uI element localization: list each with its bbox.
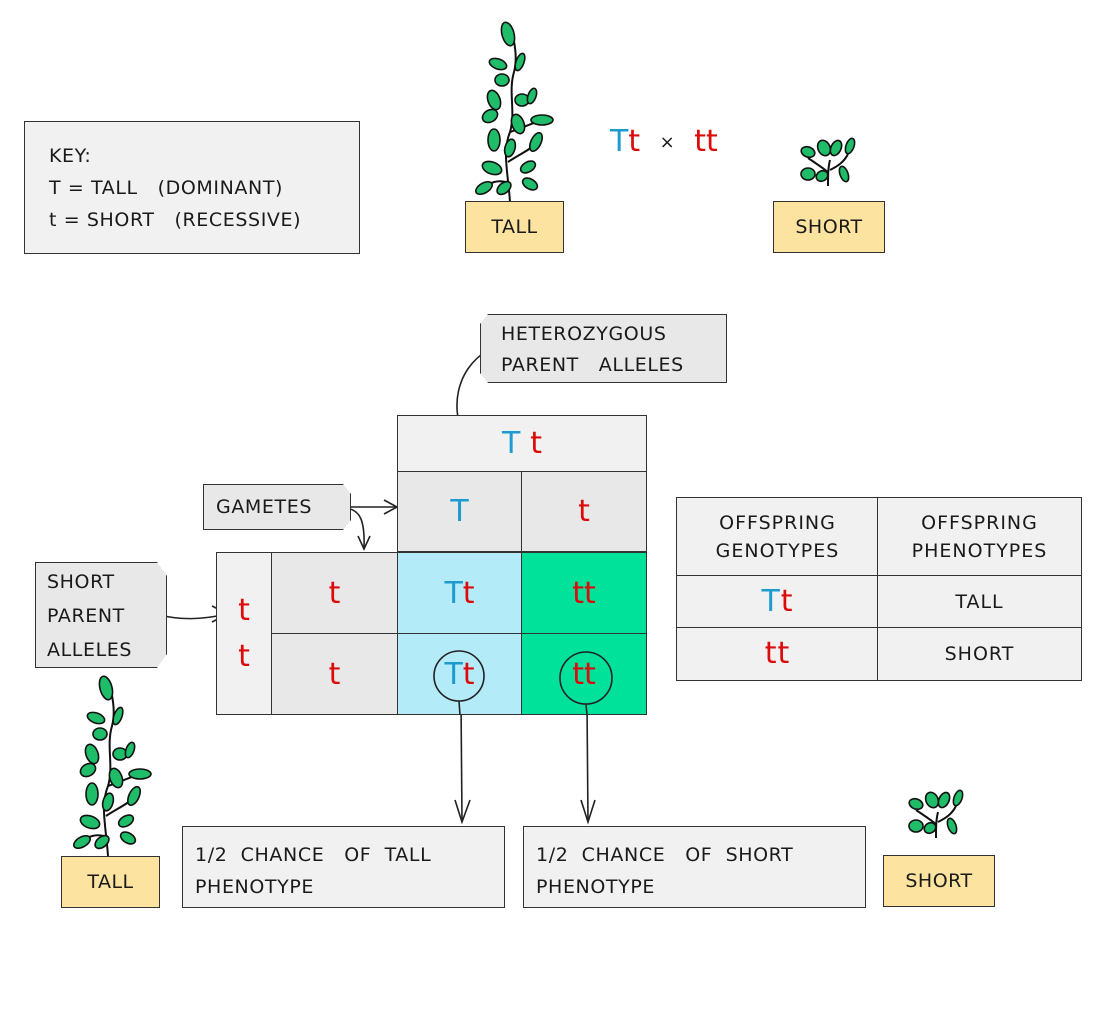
short-outcome-label: SHORT [883,855,995,907]
gametes-callout: GAMETES [203,484,351,530]
short-parent-line3: ALLELES [47,639,133,661]
parent1-recessive-allele: t [628,124,641,159]
tall-outcome-box: 1/2 CHANCE OF TALL PHENOTYPE [182,826,505,908]
short-plant-icon-bottom [906,788,966,839]
offspring-r1c1-a: T [444,575,463,611]
offspring-r2c2-a: t [572,656,584,692]
short-outcome-line1: 1/2 CHANCE OF SHORT [536,844,794,866]
short-parent-callout: SHORT PARENT ALLELES [35,562,167,668]
key-box: KEY: T = TALL (DOMINANT) t = SHORT (RECE… [24,121,360,254]
top-parent-recessive: t [530,426,543,461]
side-gamete-2: t [328,656,341,692]
tall-outcome-line2: PHENOTYPE [195,876,314,898]
offspring-r1c2-a: t [572,575,584,611]
side-parent-allele-1: t [238,592,250,628]
short-parent-line1: SHORT [47,571,115,593]
cross-symbol: × [659,131,675,153]
parent2-allele-1: t [694,124,707,159]
genotype-2-a: t [764,636,778,671]
top-parent-dominant: T [501,426,521,461]
gamete-T: T [450,494,469,529]
genotype-1-a: T [761,584,781,619]
side-gamete-cell-2: t [271,633,398,715]
parent2-allele-2: t [706,124,718,159]
cross-notation: Tt × tt [610,122,718,163]
header-phenotypes: OFFSPRING PHENOTYPES [877,497,1082,577]
tall-outcome-label: TALL [61,856,160,908]
tall-plant-icon-bottom [70,673,152,857]
heterozygous-callout: HETEROZYGOUS PARENT ALLELES [480,314,727,383]
side-gamete-cell-1: t [271,552,398,634]
short-plant-icon [798,136,858,187]
offspring-r1c2-b: t [584,575,596,611]
key-dominant: T = TALL (DOMINANT) [49,177,284,199]
phenotype-row-2: SHORT [877,627,1082,681]
side-gamete-1: t [328,575,341,611]
offspring-r2c1-a: T [444,656,463,692]
header-phenotypes-line1: OFFSPRING [921,512,1038,534]
short-parent-label: SHORT [773,201,885,253]
tall-plant-icon [472,19,554,204]
gamete-cell-t: t [521,471,647,552]
header-genotypes: OFFSPRING GENOTYPES [676,497,879,577]
key-recessive: t = SHORT (RECESSIVE) [49,209,302,231]
parent1-dominant-allele: T [610,124,629,159]
heterozygous-line2: PARENT ALLELES [501,354,684,376]
heterozygous-line1: HETEROZYGOUS [501,323,667,345]
offspring-r1c1-b: t [462,575,475,611]
offspring-r2c1-b: t [462,656,475,692]
side-parent-cell: t t [216,552,272,715]
short-parent-line2: PARENT [47,605,125,627]
side-parent-allele-2: t [238,638,250,674]
genotype-1-b: t [780,584,794,619]
gamete-t: t [578,494,590,529]
short-outcome-box: 1/2 CHANCE OF SHORT PHENOTYPE [523,826,866,908]
phenotype-row-1: TALL [877,575,1082,629]
key-title: KEY: [49,145,92,167]
header-genotypes-line2: GENOTYPES [715,540,840,562]
gamete-cell-T: T [397,471,522,552]
header-phenotypes-line2: PHENOTYPES [911,540,1048,562]
genotype-2-b: t [777,636,791,671]
gametes-label: GAMETES [216,496,312,518]
tall-parent-label: TALL [465,201,564,253]
offspring-r2c2-b: t [584,656,596,692]
tall-outcome-line1: 1/2 CHANCE OF TALL [195,844,432,866]
header-genotypes-line1: OFFSPRING [719,512,836,534]
short-outcome-line2: PHENOTYPE [536,876,655,898]
